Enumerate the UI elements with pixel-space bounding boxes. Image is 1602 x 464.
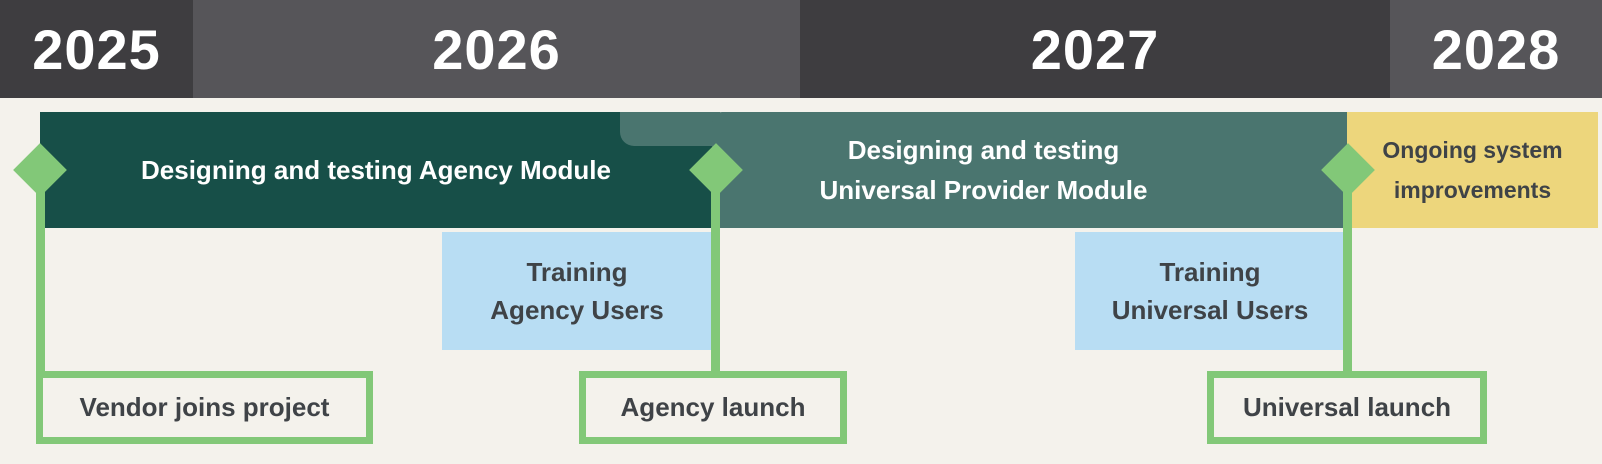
training-box-universal-users: Training Universal Users: [1075, 232, 1345, 350]
phase-bar-agency-module: Designing and testing Agency Module: [40, 112, 712, 228]
connector-line-agency-launch: [711, 170, 720, 376]
year-segment-2027: 2027: [800, 0, 1390, 98]
milestone-label-agency-launch: Agency launch: [620, 392, 806, 422]
milestone-label-universal-launch: Universal launch: [1242, 392, 1452, 422]
milestone-box-agency-launch: Agency launch: [579, 371, 847, 444]
training-universal-line2: Universal Users: [1111, 295, 1309, 325]
phase-bar-universal-module: [712, 112, 1347, 228]
phase-bar-ongoing-improvements: Ongoing system improvements: [1347, 112, 1598, 228]
phase-label-ongoing-line2: improvements: [1393, 177, 1552, 203]
training-box-agency-users: Training Agency Users: [442, 232, 712, 350]
year-segment-2028: 2028: [1390, 0, 1602, 98]
year-label-2028: 2028: [1431, 17, 1561, 81]
training-universal-line1: Training: [1159, 257, 1261, 287]
milestone-box-vendor-joins: Vendor joins project: [36, 371, 373, 444]
year-segment-2025: 2025: [0, 0, 193, 98]
connector-line-universal-launch: [1343, 170, 1352, 376]
phase-label-agency-module: Designing and testing Agency Module: [141, 154, 611, 185]
year-band: 2025 2026 2027 2028: [0, 0, 1602, 98]
year-segment-2026: 2026: [193, 0, 800, 98]
milestone-box-universal-launch: Universal launch: [1207, 371, 1487, 444]
training-agency-line2: Agency Users: [490, 295, 664, 325]
connector-line-vendor-joins: [36, 170, 45, 376]
year-label-2025: 2025: [32, 17, 161, 81]
phase-label-universal-line2: Universal Provider Module: [819, 175, 1148, 205]
phase-overlap-tab-universal: [620, 112, 720, 146]
year-label-2026: 2026: [432, 17, 561, 81]
phase-label-universal-line1: Designing and testing: [847, 135, 1120, 165]
year-label-2027: 2027: [1030, 17, 1160, 81]
phase-label-ongoing-line1: Ongoing system: [1382, 137, 1563, 163]
phase-label-universal-module: Designing and testing Universal Provider…: [620, 112, 1347, 228]
milestone-label-vendor-joins: Vendor joins project: [79, 392, 330, 422]
training-agency-line1: Training: [526, 257, 628, 287]
